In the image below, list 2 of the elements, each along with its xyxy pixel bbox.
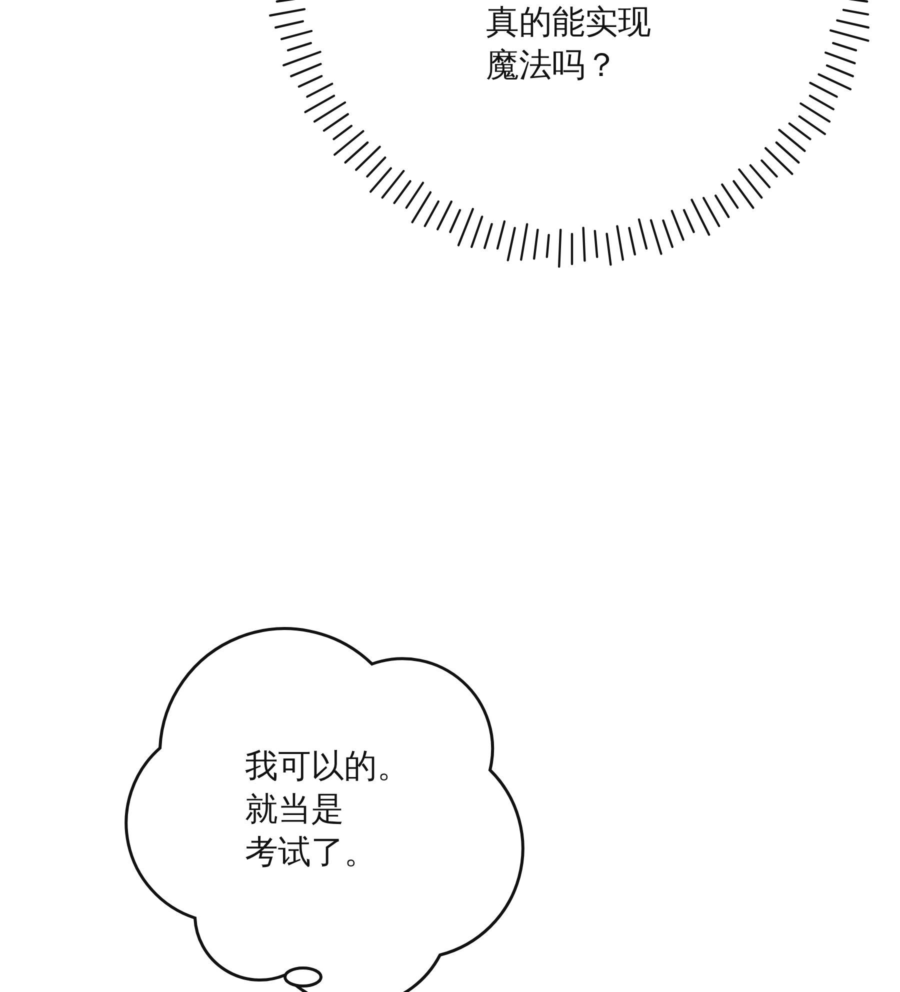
speech-text: 我可以的。就当是考试了。 (245, 745, 411, 873)
speech-text: 真的能实现魔法吗？ (486, 1, 652, 86)
